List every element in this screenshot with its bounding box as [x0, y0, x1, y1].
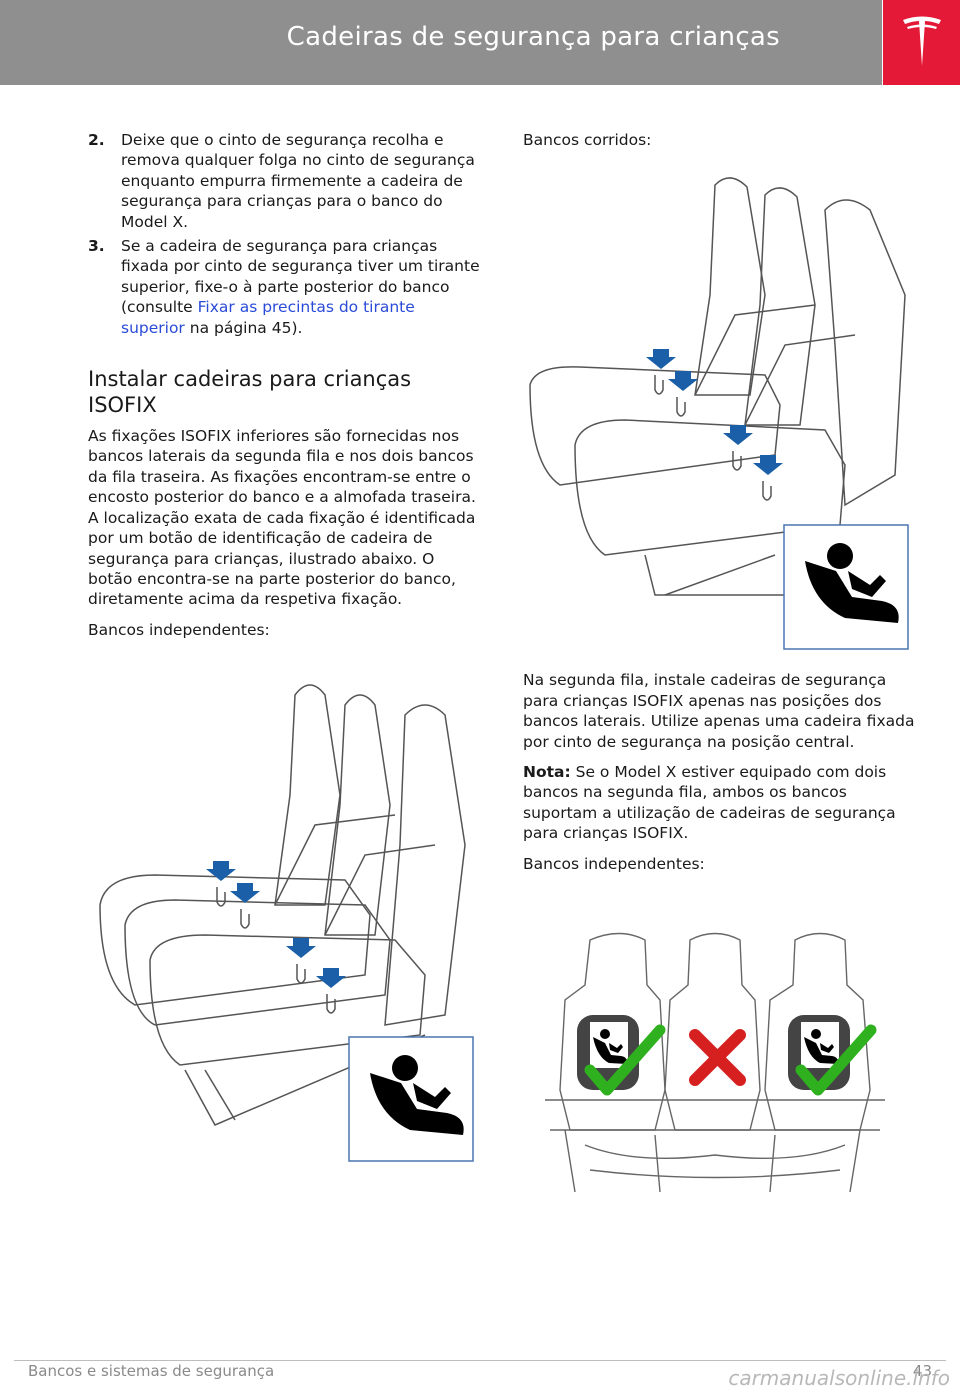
footer-page-number: 43: [912, 1362, 932, 1380]
right-column: Bancos corridos: Na segunda fila, instal…: [523, 130, 918, 884]
watermark: carmanualsonline.info: [728, 1366, 950, 1390]
figure-caption-left: Bancos independentes:: [88, 620, 270, 639]
page-title: Cadeiras de segurança para crianças: [286, 22, 780, 52]
section-heading: Instalar cadeiras para crianças ISOFIX: [88, 367, 412, 418]
tesla-logo-box: [883, 0, 960, 85]
note-paragraph: Nota: Se o Model X estiver equipado com …: [523, 762, 918, 844]
note-text: Se o Model X estiver equipado com dois b…: [523, 763, 896, 843]
step-text-start: Se a cadeira de segurança para crianças …: [121, 237, 480, 317]
page-header: Cadeiras de segurança para crianças: [0, 0, 882, 85]
step-2: 2. Deixe que o cinto de segurança recolh…: [88, 130, 483, 232]
figure-caption-bench: Bancos corridos:: [523, 131, 652, 149]
step-number: 2.: [88, 131, 105, 149]
bench-seats-illustration: [529, 177, 909, 650]
step-text-end: na página 45).: [184, 318, 303, 337]
footer-section: Bancos e sistemas de segurança: [28, 1362, 275, 1380]
second-row-seats-illustration: [545, 932, 885, 1193]
step-3: 3. Se a cadeira de segurança para crianç…: [88, 236, 483, 338]
top-tether-link[interactable]: Fixar as precintas do tirante superior: [121, 298, 415, 337]
footer-divider: [14, 1360, 946, 1361]
left-column: 2. Deixe que o cinto de segurança recolh…: [88, 130, 483, 650]
note-label: Nota:: [523, 763, 571, 782]
independent-seats-illustration: [99, 684, 474, 1162]
step-number: 3.: [88, 237, 105, 256]
tesla-logo-icon: [903, 16, 941, 66]
isofix-paragraph: As fixações ISOFIX inferiores são fornec…: [88, 427, 476, 609]
second-row-paragraph: Na segunda fila, instale cadeiras de seg…: [523, 671, 915, 751]
step-text: Deixe que o cinto de segurança recolha e…: [121, 131, 475, 231]
figure-caption-right: Bancos independentes:: [523, 854, 705, 873]
